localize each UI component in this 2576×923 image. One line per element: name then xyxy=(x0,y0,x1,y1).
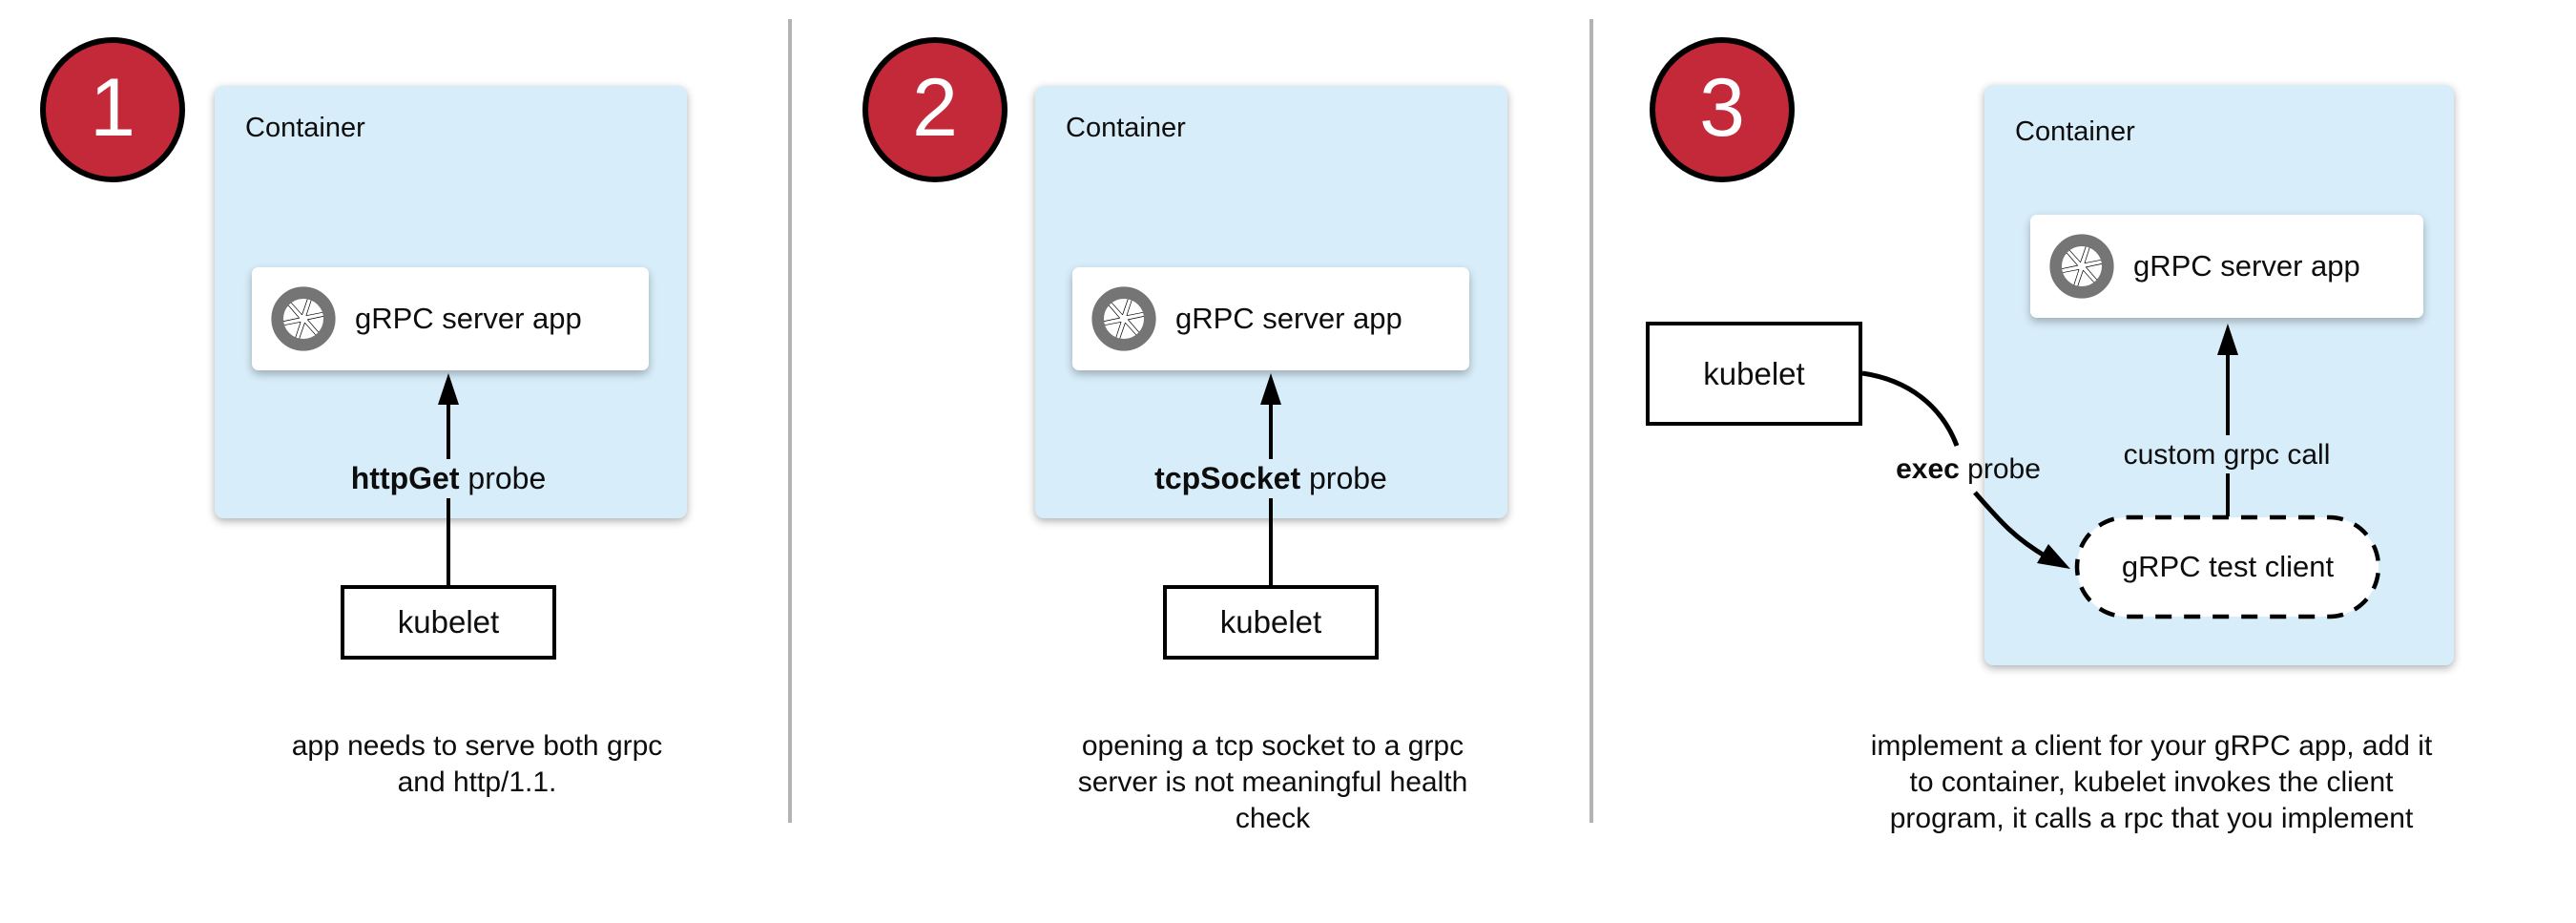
kubelet-box-3: kubelet xyxy=(1646,322,1862,426)
container-label-2: Container xyxy=(1066,113,1186,143)
kubelet-label-3: kubelet xyxy=(1703,355,1805,391)
container-label-3: Container xyxy=(2015,116,2135,147)
probe-word-3: probe xyxy=(1959,453,2041,485)
caption-2: opening a tcp socket to a grpc server is… xyxy=(1078,728,1468,837)
panel-divider-1 xyxy=(788,19,792,823)
probe-kind-2: tcpSocket xyxy=(1154,461,1301,495)
caption-1: app needs to serve both grpc and http/1.… xyxy=(292,728,663,801)
caption-3-line-1: implement a client for your gRPC app, ad… xyxy=(1870,730,2433,762)
step-1-number: 1 xyxy=(90,62,135,154)
probe-kind-3: exec xyxy=(1896,453,1960,485)
grpc-server-app-card-3: gRPC server app xyxy=(2030,215,2423,318)
grpc-server-app-label-1: gRPC server app xyxy=(355,302,582,335)
aperture-icon xyxy=(1091,285,1157,352)
panel-divider-2 xyxy=(1589,19,1593,823)
kubelet-label-1: kubelet xyxy=(397,604,500,640)
caption-3-line-2: to container, kubelet invokes the client xyxy=(1909,766,2394,798)
kubelet-label-2: kubelet xyxy=(1219,604,1322,640)
caption-2-line-1: opening a tcp socket to a grpc xyxy=(1081,730,1465,762)
step-2-number: 2 xyxy=(912,62,958,154)
grpc-test-client-label: gRPC test client xyxy=(2121,550,2335,583)
grpc-server-app-card-2: gRPC server app xyxy=(1072,267,1469,370)
caption-3-line-3: program, it calls a rpc that you impleme… xyxy=(1889,803,2414,834)
container-label-1: Container xyxy=(245,113,365,143)
grpc-server-app-label-3: gRPC server app xyxy=(2133,249,2360,283)
caption-2-line-2: server is not meaningful health xyxy=(1077,766,1468,798)
caption-2-line-3: check xyxy=(1235,803,1311,834)
aperture-icon xyxy=(270,285,337,352)
caption-1-line-2: and http/1.1. xyxy=(397,766,557,798)
caption-1-line-1: app needs to serve both grpc xyxy=(291,730,663,762)
grpc-server-app-card-1: gRPC server app xyxy=(252,267,649,370)
custom-grpc-call-label: custom grpc call xyxy=(2123,439,2331,471)
exec-probe-label: exec probe xyxy=(1896,453,2041,486)
aperture-icon xyxy=(2048,233,2115,300)
probe-word-2: probe xyxy=(1300,461,1387,495)
grpc-test-client-pill: gRPC test client xyxy=(2075,515,2380,619)
httpget-probe-label: httpGet probe xyxy=(351,461,546,496)
probe-kind-1: httpGet xyxy=(350,461,460,495)
probe-word-1: probe xyxy=(459,461,547,495)
tcpsocket-probe-label: tcpSocket probe xyxy=(1154,461,1387,496)
step-3-badge: 3 xyxy=(1650,37,1795,182)
kubelet-box-1: kubelet xyxy=(341,585,556,660)
step-3-number: 3 xyxy=(1699,62,1745,154)
caption-3: implement a client for your gRPC app, ad… xyxy=(1871,728,2433,837)
grpc-server-app-label-2: gRPC server app xyxy=(1175,302,1402,335)
step-2-badge: 2 xyxy=(862,37,1008,182)
step-1-badge: 1 xyxy=(40,37,185,182)
kubelet-box-2: kubelet xyxy=(1163,585,1379,660)
